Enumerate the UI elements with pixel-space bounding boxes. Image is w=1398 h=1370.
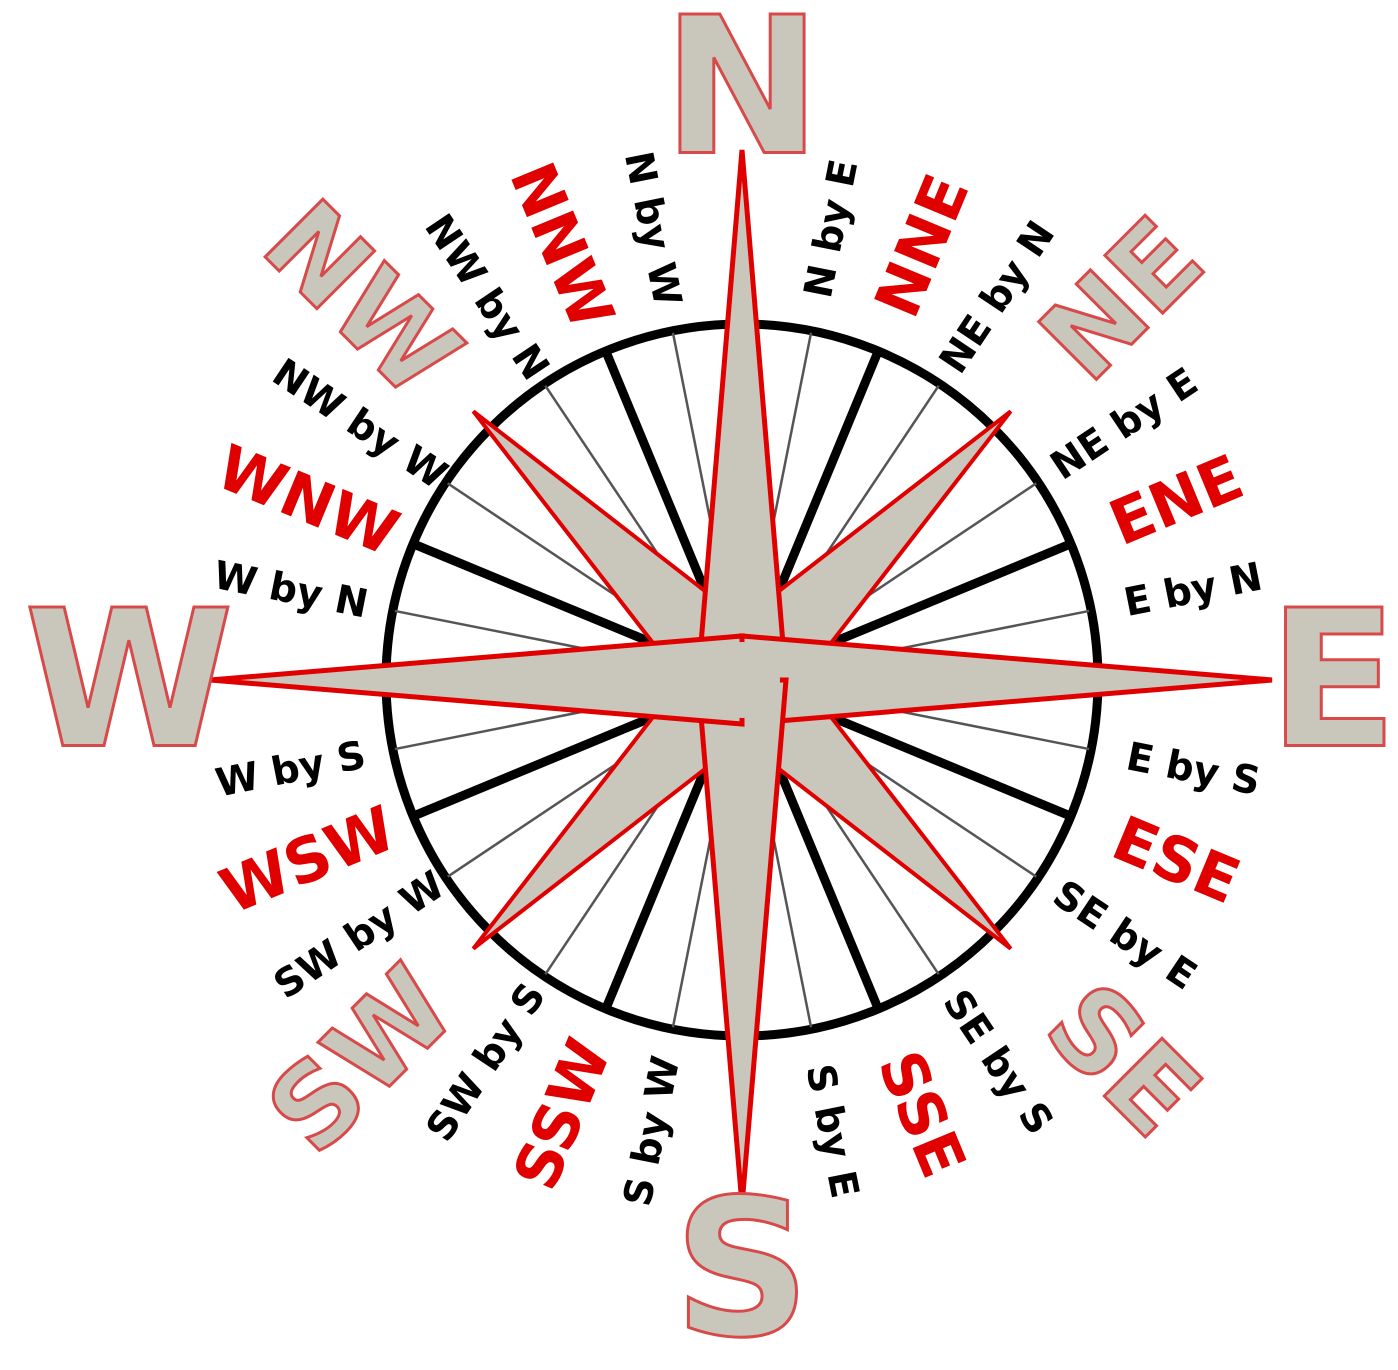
- label-n: N: [662, 0, 821, 198]
- label-w-by-n: W by N: [210, 553, 372, 628]
- label-e-by-s: E by S: [1122, 734, 1263, 805]
- label-s: S: [674, 1159, 811, 1370]
- label-e: E: [1268, 570, 1398, 791]
- label-nne: NNE: [860, 164, 983, 327]
- label-ne: NE: [1016, 193, 1228, 405]
- label-ese: ESE: [1102, 801, 1249, 918]
- label-e-by-n: E by N: [1120, 555, 1266, 626]
- label-ene: ENE: [1099, 440, 1253, 560]
- label-w: W: [24, 570, 234, 791]
- label-w-by-s: W by S: [212, 733, 369, 807]
- label-sse: SSE: [864, 1041, 981, 1188]
- label-se: SE: [1021, 959, 1224, 1162]
- star-hub: [704, 642, 780, 718]
